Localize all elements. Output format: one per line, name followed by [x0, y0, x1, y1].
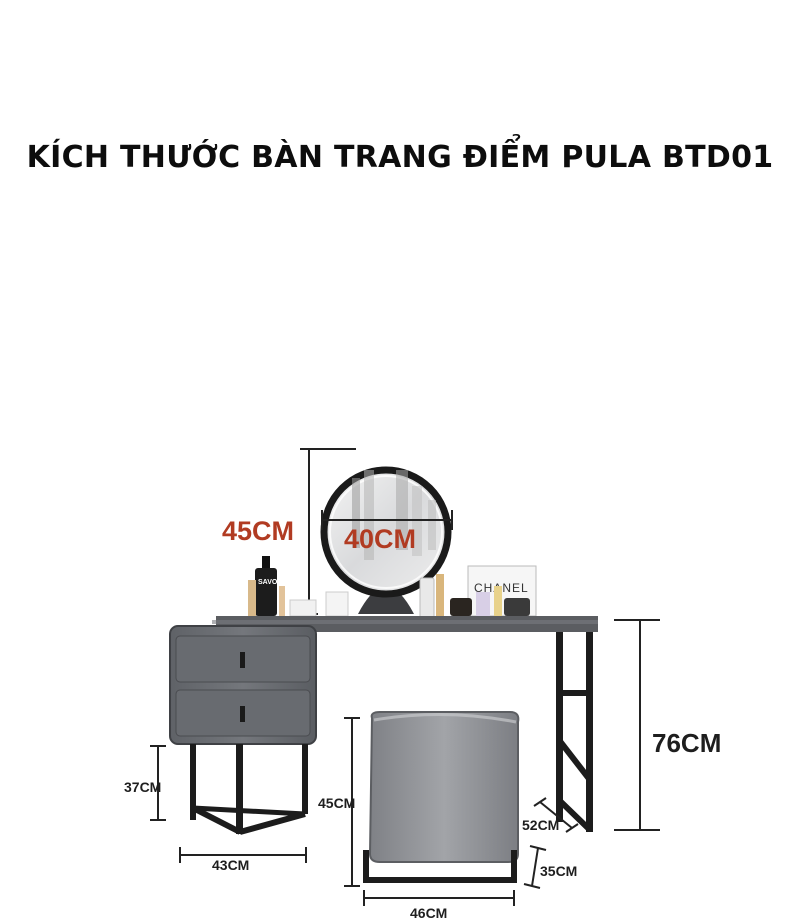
table-depth-label: 52CM	[522, 817, 559, 833]
mirror-height-label: 45CM	[222, 516, 294, 546]
stool-base	[363, 850, 517, 883]
drawer-handle-bottom	[240, 706, 245, 722]
stool-cushion	[368, 711, 520, 863]
table-leg-front	[556, 632, 563, 822]
cosmetics-left: SAVON	[248, 556, 349, 617]
vanity-table	[212, 616, 598, 833]
stool-width-label: 46CM	[410, 905, 447, 921]
cosmetics-right: CHANEL	[419, 565, 537, 619]
mirror-width-label: 40CM	[344, 524, 416, 554]
cabinet-width-label: 43CM	[212, 857, 249, 873]
cabinet-width-dimension-line	[179, 847, 307, 863]
stool	[363, 711, 520, 883]
stool-height-dimension-line	[344, 717, 360, 887]
table-leg-back	[586, 632, 593, 832]
cabinet-leg-height-dimension-line	[150, 745, 166, 821]
table-height-label: 76CM	[652, 728, 721, 758]
drawer-handle-top	[240, 652, 245, 668]
bottle-brand-label: SAVON	[258, 579, 282, 586]
stool-height-label: 45CM	[318, 795, 355, 811]
stool-depth-label: 35CM	[540, 863, 577, 879]
soap-bottle	[255, 568, 277, 616]
table-height-dimension-line	[614, 619, 660, 831]
drawer-cabinet	[169, 625, 317, 835]
stool-depth-dimension-line	[523, 845, 547, 889]
page-title: KÍCH THƯỚC BÀN TRANG ĐIỂM PULA BTD01	[26, 140, 774, 175]
stool-width-dimension-line	[363, 890, 515, 906]
cabinet-leg-height-label: 37CM	[124, 779, 161, 795]
table-depth-dimension-line	[533, 797, 579, 833]
mirror-width-dimension-line	[321, 510, 453, 530]
